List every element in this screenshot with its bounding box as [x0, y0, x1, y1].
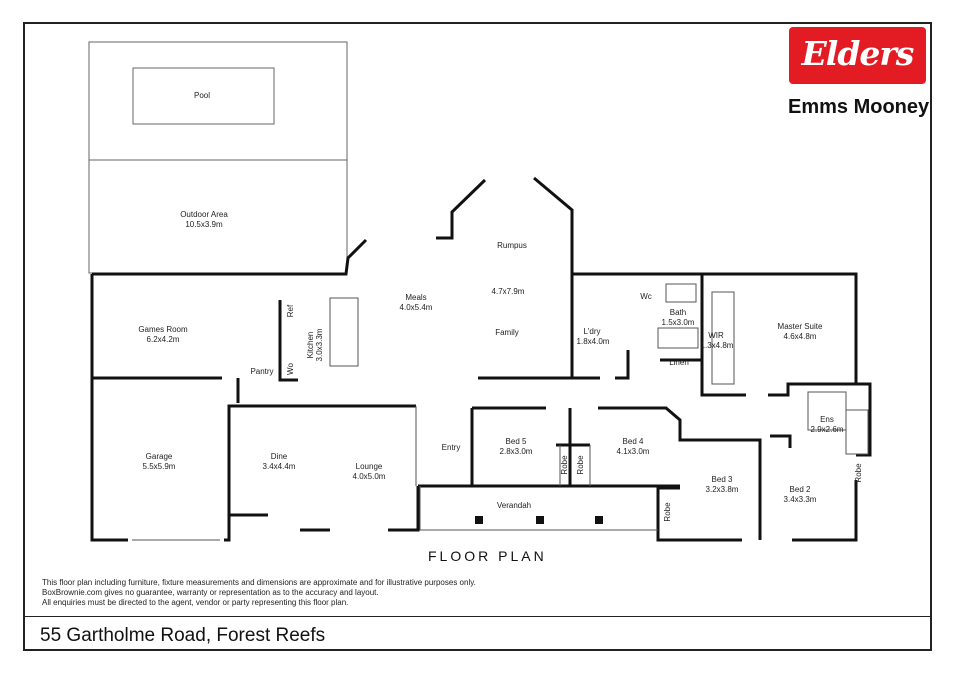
robe-b-label: Robe: [576, 455, 585, 475]
property-address: 55 Gartholme Road, Forest Reefs: [40, 625, 326, 646]
outdoor-label: Outdoor Area: [180, 210, 228, 219]
bed4-label: Bed 4: [623, 437, 644, 446]
robe-a-label: Robe: [560, 455, 569, 475]
wir-dim: 1.3x4.8m: [701, 341, 734, 350]
walls: [90, 176, 872, 542]
wall-ensuite-east: [768, 382, 872, 457]
disclaimer-line-2: BoxBrownie.com gives no guarantee, warra…: [42, 588, 379, 597]
wall-rumpus-nw: [436, 178, 487, 240]
bath-tub: [665, 283, 697, 303]
lounge-label: Lounge: [356, 462, 383, 471]
wo-label: Wo: [286, 363, 295, 375]
games-label: Games Room: [138, 325, 188, 334]
wall-laundry-south: [615, 350, 630, 380]
wall-west: [90, 274, 128, 542]
bed5-dim: 2.8x3.0m: [500, 447, 533, 456]
bath-dim: 1.5x3.0m: [662, 318, 695, 327]
family-label: Family: [495, 328, 519, 337]
outdoor-structures: [88, 41, 348, 274]
meals-label: Meals: [405, 293, 426, 302]
laundry-dim: 1.8x4.0m: [577, 337, 610, 346]
wall-garage-east: [224, 404, 416, 542]
garage-label: Garage: [146, 452, 173, 461]
wall-master-east: [700, 272, 858, 384]
rumpus-label: Rumpus: [497, 241, 527, 250]
room-labels: Pool Outdoor Area 10.5x3.9m Rumpus 4.7x7…: [138, 91, 863, 522]
laundry-label: L'dry: [583, 327, 600, 336]
bed2-label: Bed 2: [790, 485, 811, 494]
bed4-dim: 4.1x3.0m: [617, 447, 650, 456]
wall-service-north: [572, 272, 746, 397]
bed5-label: Bed 5: [506, 437, 527, 446]
bed3-label: Bed 3: [712, 475, 733, 484]
wir-label: WIR: [708, 331, 724, 340]
dine-dim: 3.4x4.4m: [263, 462, 296, 471]
pool-label: Pool: [194, 91, 210, 100]
bed2-dim: 3.4x3.3m: [784, 495, 817, 504]
bed3-dim: 3.2x3.8m: [706, 485, 739, 494]
robe-c-label: Robe: [663, 502, 672, 522]
pool-surround: [88, 41, 348, 161]
entry-label: Entry: [442, 443, 461, 452]
wall-kitchen-west: [278, 300, 298, 382]
wall-bed3-south: [656, 486, 742, 542]
pool-outline: [132, 67, 275, 125]
wall-meals-north: [300, 238, 368, 276]
pantry-label: Pantry: [250, 367, 273, 376]
ref-label: Ref: [286, 304, 295, 317]
page-border: [23, 22, 932, 651]
games-dim: 6.2x4.2m: [147, 335, 180, 344]
rumpus-dim: 4.7x7.9m: [492, 287, 525, 296]
lounge-dim: 4.0x5.0m: [353, 472, 386, 481]
disclaimer-line-3: All enquiries must be directed to the ag…: [42, 598, 349, 607]
agency-name: Emms Mooney: [788, 96, 930, 118]
wall-bed4-north: [598, 406, 762, 540]
verandah-outline: [419, 486, 658, 531]
floor-plan-title: FLOOR PLAN: [428, 548, 547, 564]
kitchen-island: [329, 297, 359, 367]
ens-dim: 2.9x2.6m: [811, 425, 844, 434]
kitchen-dim: 3.0x3.3m: [315, 328, 324, 361]
verandah-label: Verandah: [497, 501, 531, 510]
internal-lines: [132, 283, 869, 541]
wall-bed2-north: [770, 434, 792, 448]
logo-text: Elders: [801, 34, 915, 73]
master-label: Master Suite: [778, 322, 823, 331]
robe-d-label: Robe: [854, 463, 863, 483]
wall-lounge-east: [388, 486, 420, 532]
wc-label: Wc: [640, 292, 652, 301]
disclaimer-line-1: This floor plan including furniture, fix…: [42, 578, 476, 587]
elders-logo: Elders: [789, 27, 926, 84]
linen-label: Linen: [669, 358, 689, 367]
ens-label: Ens: [820, 415, 834, 424]
kitchen-label: Kitchen: [306, 332, 315, 359]
bath-label: Bath: [670, 308, 686, 317]
bathtub: [845, 409, 869, 455]
wall-bed2-south: [792, 480, 858, 542]
disclaimer: This floor plan including furniture, fix…: [42, 578, 476, 608]
wir-shelf: [711, 291, 735, 385]
outdoor-dim: 10.5x3.9m: [185, 220, 223, 229]
wall-rumpus-ne: [533, 176, 574, 378]
bath-shower: [657, 327, 699, 349]
verandah-posts: [475, 516, 603, 524]
meals-dim: 4.0x5.4m: [400, 303, 433, 312]
master-dim: 4.6x4.8m: [784, 332, 817, 341]
footer-divider: [23, 616, 932, 617]
garage-dim: 5.5x5.9m: [143, 462, 176, 471]
dine-label: Dine: [271, 452, 288, 461]
